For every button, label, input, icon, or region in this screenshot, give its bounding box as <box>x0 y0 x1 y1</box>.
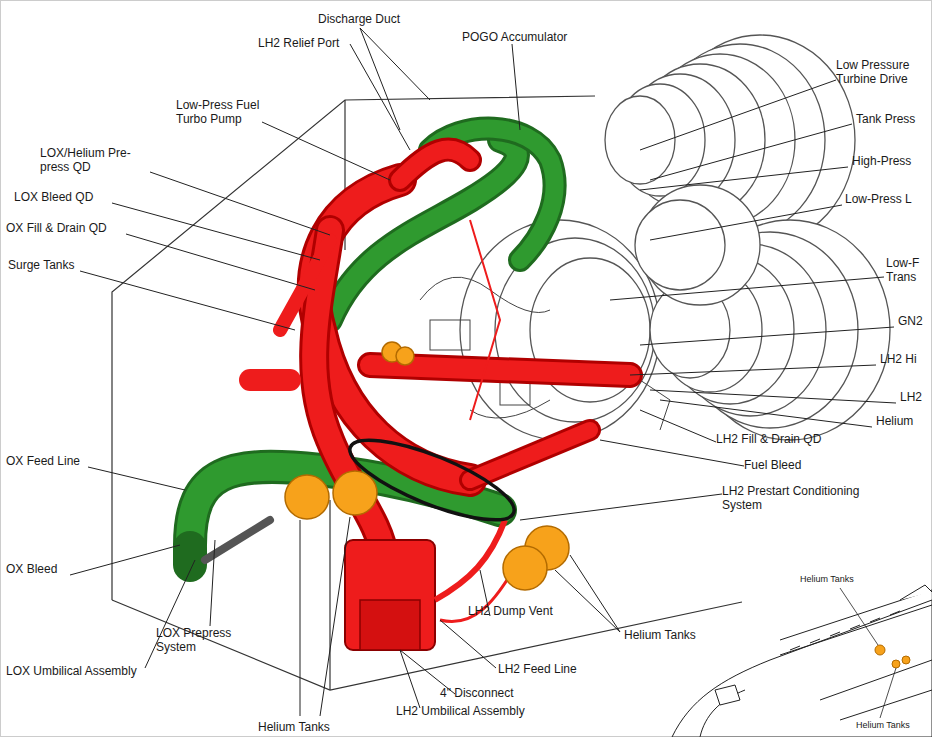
part-label: GN2 <box>898 314 923 328</box>
part-label: High-Press <box>852 154 911 168</box>
part-label: Low-Press Fuel Turbo Pump <box>176 98 286 126</box>
part-label: OX Bleed <box>6 562 57 576</box>
part-label: Helium <box>876 414 913 428</box>
part-label: Discharge Duct <box>318 12 400 26</box>
part-label: LOX Bleed QD <box>14 190 93 204</box>
part-label: LH2 Relief Port <box>258 36 339 50</box>
part-label: Low-F Trans <box>886 256 928 284</box>
engine-plumbing <box>420 277 670 430</box>
part-label: LH2 <box>900 390 922 404</box>
part-label: Surge Tanks <box>8 258 75 272</box>
part-label: OX Feed Line <box>6 454 80 468</box>
helium-tanks <box>285 342 569 590</box>
part-label: LH2 Hi <box>880 352 917 366</box>
part-label: Fuel Bleed <box>744 458 801 472</box>
part-label: Low-Press L <box>845 192 912 206</box>
inset-leaders <box>840 588 896 718</box>
part-label: LOX/Helium Pre-press QD <box>40 146 150 174</box>
part-label: POGO Accumulator <box>462 30 567 44</box>
part-label: LH2 Umbilical Assembly <box>396 704 525 718</box>
part-label: 4" Disconnect <box>440 686 514 700</box>
part-label: LH2 Dump Vent <box>468 604 553 618</box>
part-label: Low Pressure Turbine Drive <box>836 58 928 86</box>
part-label: Helium Tanks <box>800 574 854 585</box>
lox-lines <box>190 129 555 565</box>
part-label: Helium Tanks <box>624 628 696 642</box>
leader-lines <box>70 28 896 716</box>
part-label: LOX Umbilical Assembly <box>6 664 137 678</box>
part-label: LH2 Fill & Drain QD <box>716 432 821 446</box>
lh2-lines <box>250 150 630 560</box>
part-label: LH2 Feed Line <box>498 662 577 676</box>
inset-helium-tanks <box>875 645 910 668</box>
orbiter-inset <box>672 585 932 737</box>
part-label: OX Fill & Drain QD <box>6 221 107 235</box>
part-label: Helium Tanks <box>856 720 910 731</box>
highlight-ring <box>341 425 522 535</box>
part-label: LOX Prepress System <box>156 626 256 654</box>
part-label: Tank Press <box>856 112 915 126</box>
lh2-umbilical <box>345 220 520 650</box>
part-label: Helium Tanks <box>258 720 330 734</box>
part-label: LH2 Prestart Conditioning System <box>722 484 882 512</box>
